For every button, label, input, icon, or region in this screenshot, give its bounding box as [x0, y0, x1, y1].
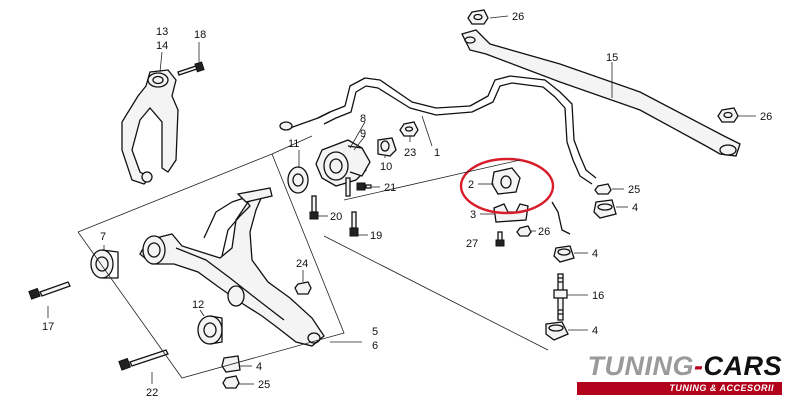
bolt-17: [28, 281, 71, 300]
bushing-4-b: [553, 245, 575, 263]
callout-11: 11: [288, 138, 299, 150]
bushing-11: [287, 166, 309, 194]
callout-24: 24: [296, 258, 308, 270]
callout-4-b: 4: [592, 248, 598, 260]
callout-4-a: 4: [632, 202, 638, 214]
bolt-18: [177, 61, 205, 76]
callout-6: 6: [372, 340, 378, 352]
stabilizer-link-16: [553, 273, 568, 321]
knuckle-bracket-part: [121, 69, 179, 185]
nut-24: [294, 281, 312, 295]
nut-25-lower: [222, 375, 240, 389]
nut-26-top: [467, 9, 489, 25]
callout-21: 21: [384, 182, 396, 194]
stabilizer-bar: [279, 75, 597, 185]
logo-word-cars: CARS: [703, 351, 782, 381]
callout-5: 5: [372, 326, 378, 338]
callout-10: 10: [380, 161, 392, 173]
callout-27: 27: [466, 238, 478, 250]
callout-8: 8: [360, 113, 366, 125]
nut-26-right: [717, 107, 739, 123]
callout-17: 17: [42, 321, 54, 333]
callout-15: 15: [606, 52, 618, 64]
callout-16: 16: [592, 290, 604, 302]
bushing-12: [197, 315, 223, 345]
callout-labels: 13 14 18 11 8 9 10 23 1 21 20 19 2 3 27 …: [42, 11, 772, 399]
bolt-20: [309, 195, 319, 220]
callout-13: 13: [156, 26, 168, 38]
logo-word-tuning: TUNING: [587, 351, 694, 381]
logo-tagline: TUNING & ACCESORII: [577, 382, 782, 395]
callout-7: 7: [100, 231, 106, 243]
bolt-22: [118, 349, 169, 371]
callout-12: 12: [192, 299, 204, 311]
bushing-4-c: [545, 321, 569, 341]
assembly-outline: [77, 135, 549, 379]
callout-25-right: 25: [628, 184, 640, 196]
nut-26-lower: [516, 225, 532, 237]
callout-2: 2: [468, 179, 474, 191]
bushing-4-a: [593, 199, 617, 219]
callout-4-c: 4: [592, 325, 598, 337]
bushing-10: [377, 137, 397, 157]
callout-26-top: 26: [512, 11, 524, 23]
callout-26-right: 26: [760, 111, 772, 123]
highlight-circle: [459, 157, 555, 215]
callout-14: 14: [156, 40, 168, 52]
callout-22: 22: [146, 387, 158, 399]
callout-25-lower: 25: [258, 379, 270, 391]
callout-26-lower: 26: [538, 226, 550, 238]
bushing-holder-8-9: [315, 139, 371, 187]
link-bracket: [551, 201, 571, 235]
leader-lines: [47, 15, 756, 385]
bushing-7: [90, 249, 119, 279]
nut-25-right: [594, 183, 612, 195]
nut-23: [399, 121, 419, 137]
callout-9: 9: [360, 128, 366, 140]
bolt-27: [495, 231, 505, 247]
callout-18: 18: [194, 29, 206, 41]
logo-dash: -: [693, 351, 704, 381]
lower-control-arm: [139, 187, 325, 347]
strut-bar: [461, 29, 741, 157]
callout-23: 23: [404, 147, 416, 159]
tuning-cars-logo: TUNING-CARS TUNING & ACCESORII: [577, 352, 782, 395]
callout-19: 19: [370, 230, 382, 242]
callout-20: 20: [330, 211, 342, 223]
logo-wordmark: TUNING-CARS: [577, 352, 782, 380]
callout-4-d: 4: [256, 361, 262, 373]
callout-1: 1: [434, 147, 440, 159]
callout-3: 3: [470, 209, 476, 221]
bolt-21: [345, 177, 372, 197]
stabilizer-bushing-2: [491, 167, 521, 195]
bolt-19: [349, 211, 359, 237]
